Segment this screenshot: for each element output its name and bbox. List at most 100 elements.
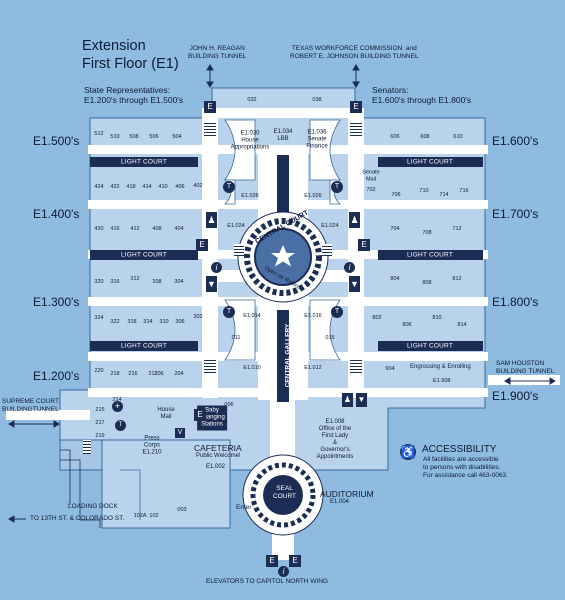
dock-line-2 [60, 449, 71, 505]
room-number: 814 [457, 322, 467, 328]
light-court-bars [90, 157, 483, 351]
room-number: 320 [94, 279, 104, 285]
auditorium-room: E1.004 [330, 499, 350, 505]
star-icon [271, 245, 295, 267]
room-number: 212 [148, 371, 158, 377]
elevator-icon: E [266, 555, 278, 567]
wing-label-800: E1.800's [492, 295, 539, 309]
room-number: 404 [174, 226, 184, 232]
room-number: 402 [193, 183, 203, 189]
auditorium-label: AUDITORIUM [320, 489, 374, 499]
house-mail-room: House Mail [157, 407, 175, 420]
wing-label-200: E1.200's [33, 369, 80, 383]
room-number: E1.024 [227, 223, 245, 229]
room-number: 310 [159, 319, 169, 325]
room-number: 706 [391, 192, 401, 198]
wing-label-700: E1.700's [492, 207, 539, 221]
elevator-icon: E [204, 101, 216, 113]
elevator-icon: E [196, 239, 208, 251]
room-number: 712 [452, 226, 462, 232]
dock-line [60, 459, 101, 528]
room-number: 006 [224, 402, 234, 408]
baby-changing-stations: Baby Changing Stations [197, 405, 227, 431]
senate-finance-room: E1.036 Senate Finance [306, 129, 328, 150]
room-number: 316 [110, 279, 120, 285]
press-corps-room: Press Corps E1.210 [142, 435, 162, 456]
enter-label: Enter [236, 504, 252, 511]
wing-label-900: E1.900's [492, 389, 539, 403]
seal-court-graphic [242, 454, 324, 536]
room-number: E1.026 [304, 193, 322, 199]
room-number: 308 [152, 279, 162, 285]
elevator-icon: E [350, 101, 362, 113]
room-number: 318 [127, 319, 137, 325]
light-court-label: LIGHT COURT [406, 158, 454, 166]
info-icon: i [278, 566, 289, 577]
room-number: 406 [175, 184, 185, 190]
house-appropriations-room: E1.030 House Appropriations [230, 130, 270, 151]
room-number: 011 [231, 335, 241, 341]
room-number: 506 [149, 134, 159, 140]
seal-court-label: SEAL COURT [273, 485, 296, 500]
senate-mail-room: Senate Mail [362, 169, 380, 183]
central-court-graphic [237, 211, 329, 303]
room-number: 412 [130, 226, 140, 232]
restroom-icon: ♟ [349, 212, 360, 228]
restroom-icon: ♟ [206, 212, 217, 228]
to-13th-street-label: TO 13TH ST. & COLORADO ST. [30, 515, 125, 522]
room-number: 306 [175, 319, 185, 325]
room-number: 904 [385, 366, 395, 372]
first-lady-office: E1.008 Office of the First Lady & Govern… [316, 419, 354, 460]
room-number: 716 [459, 188, 469, 194]
light-court-label: LIGHT COURT [406, 251, 454, 259]
engrossing-room: E1.908 [433, 378, 451, 384]
gallery-south [277, 310, 289, 402]
senators-label: Senators: E1.600's through E1.800's [372, 85, 472, 105]
room-number: 410 [158, 184, 168, 190]
reagan-tunnel-label: JOHN H. REAGAN BUILDING TUNNEL [188, 45, 247, 60]
room-number: 302 [193, 314, 203, 320]
room-number: 424 [94, 184, 104, 190]
room-number: 032 [247, 97, 257, 103]
room-number: 608 [420, 134, 430, 140]
room-number: 606 [390, 134, 400, 140]
engrossing-label: Engrossing & Enrolling [410, 364, 471, 370]
room-number: 215 [95, 407, 105, 413]
restroom-icon: ▼ [206, 276, 217, 292]
wheelchair-icon: ♿ [400, 444, 416, 460]
room-number: E1.014 [243, 313, 261, 319]
telephone-icon: T [115, 420, 126, 431]
room-number: 416 [110, 226, 120, 232]
accessibility-body: All facilities are accessible to persons… [423, 456, 508, 479]
room-number: 610 [453, 134, 463, 140]
room-number: 204 [174, 371, 184, 377]
restroom-icon: ♟ [342, 393, 353, 407]
room-number: 214 [112, 397, 122, 403]
room-number: 508 [129, 134, 139, 140]
room-number: 322 [110, 319, 120, 325]
telephone-icon: T [331, 306, 343, 318]
telephone-icon: T [223, 181, 235, 193]
info-icon: i [211, 262, 222, 273]
wing-label-500: E1.500's [33, 134, 80, 148]
room-number: E1.010 [243, 365, 261, 371]
room-number: 220 [94, 368, 104, 374]
elevator-icon: E [194, 409, 206, 421]
room-number: 324 [94, 315, 104, 321]
room-number: 714 [439, 192, 449, 198]
room-number: 015 [325, 335, 335, 341]
room-number: 504 [172, 134, 182, 140]
light-court-label: LIGHT COURT [406, 342, 454, 350]
representatives-label: State Representatives: E1.200's through … [84, 85, 184, 105]
room-number: 812 [452, 276, 462, 282]
vending-icon: V [175, 428, 185, 438]
room-number: 704 [390, 226, 400, 232]
cafeteria-room: E1.002 [206, 464, 226, 470]
room-number: 804 [390, 276, 400, 282]
info-icon: i [344, 262, 355, 273]
room-number: 217 [95, 420, 105, 426]
map-title-line1: Extension [82, 38, 146, 54]
wing-label-400: E1.400's [33, 207, 80, 221]
room-number: 802 [372, 315, 382, 321]
